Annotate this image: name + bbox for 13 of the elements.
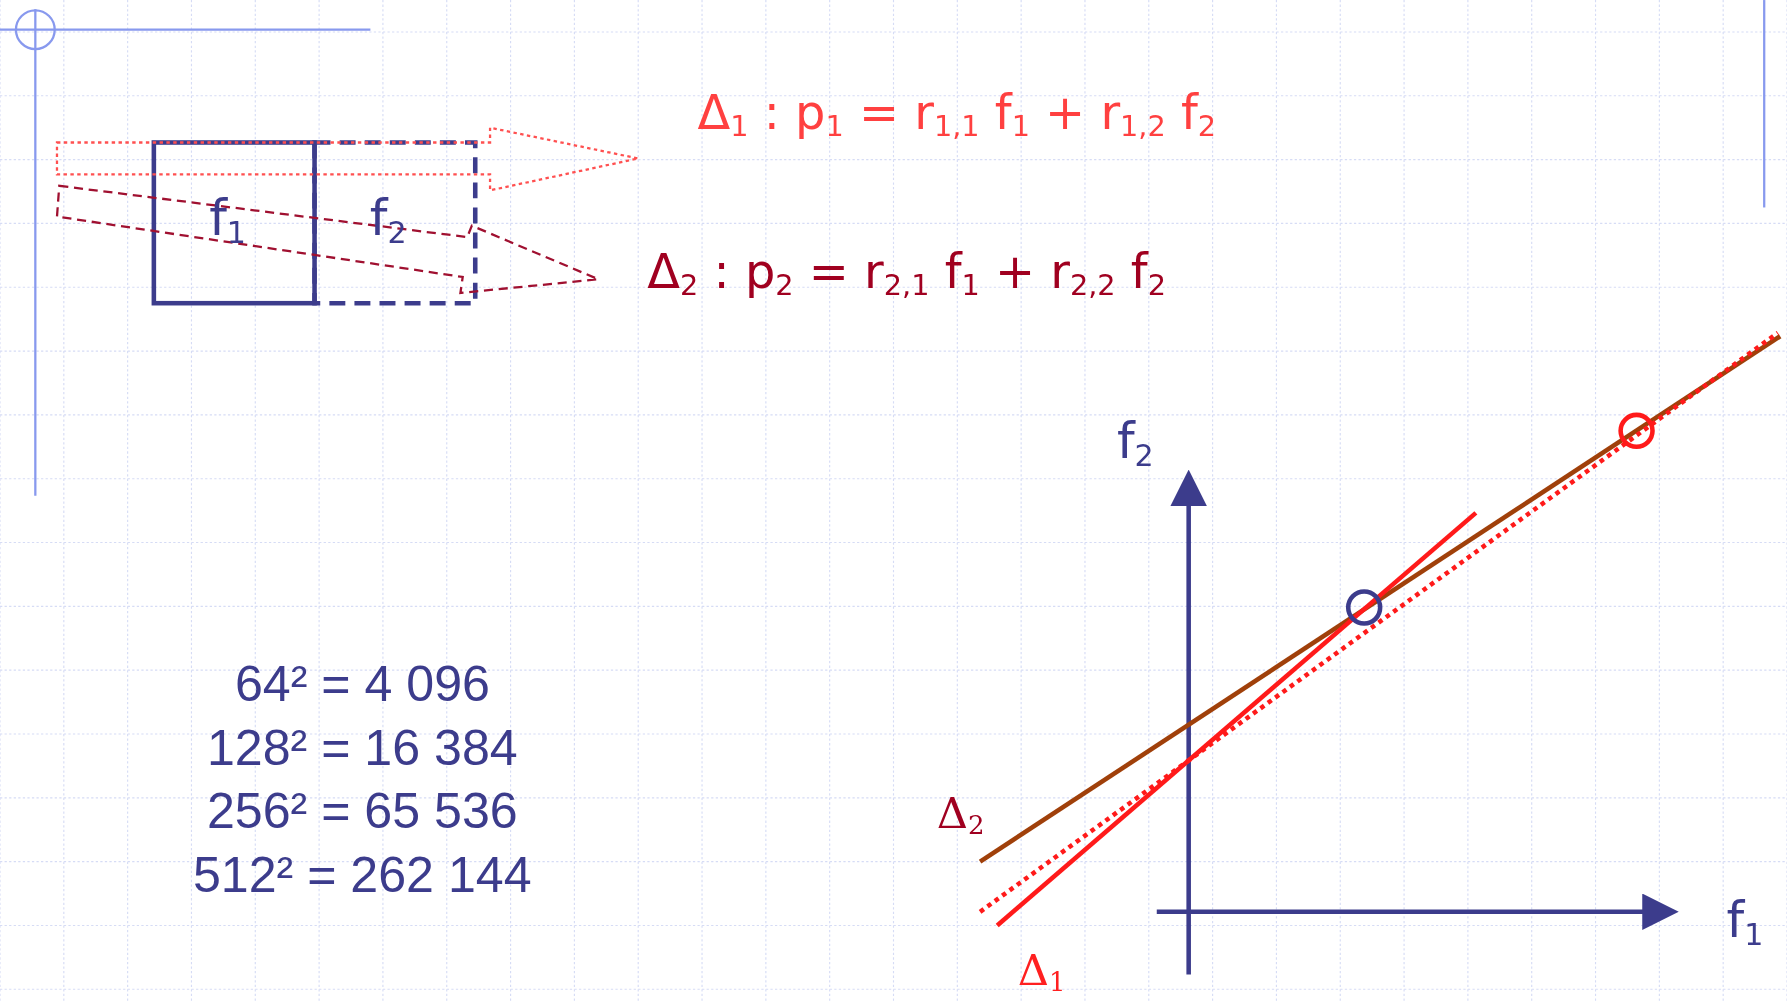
axis-label: f$_{1}$: [1726, 894, 1764, 950]
projection-equation: Δ$_{1}$ : p$_{1}$ = r$_{1,1}$ f$_{1}$ + r$_{1,2}$ f$_{2}$: [697, 88, 1217, 141]
pixel-count-equation: 256² = 65 536: [206, 786, 518, 837]
dashed-pixel-square: [312, 140, 478, 306]
line-label: Δ$_{1}$: [1017, 949, 1066, 996]
line-label: Δ$_{2}$: [936, 792, 985, 839]
pixel-count-equation: 64² = 4 096: [234, 658, 490, 709]
pixel-label: f$_{1}$: [209, 192, 246, 248]
projection-equation: Δ$_{2}$ : p$_{2}$ = r$_{2,1}$ f$_{1}$ + r$_{2,2}$ f$_{2}$: [647, 248, 1166, 301]
pixel-square: [151, 140, 317, 306]
pixel-count-equation: 128² = 16 384: [206, 722, 518, 773]
axis-label: f$_{2}$: [1116, 415, 1154, 471]
pixel-count-equation: 512² = 262 144: [192, 850, 532, 901]
